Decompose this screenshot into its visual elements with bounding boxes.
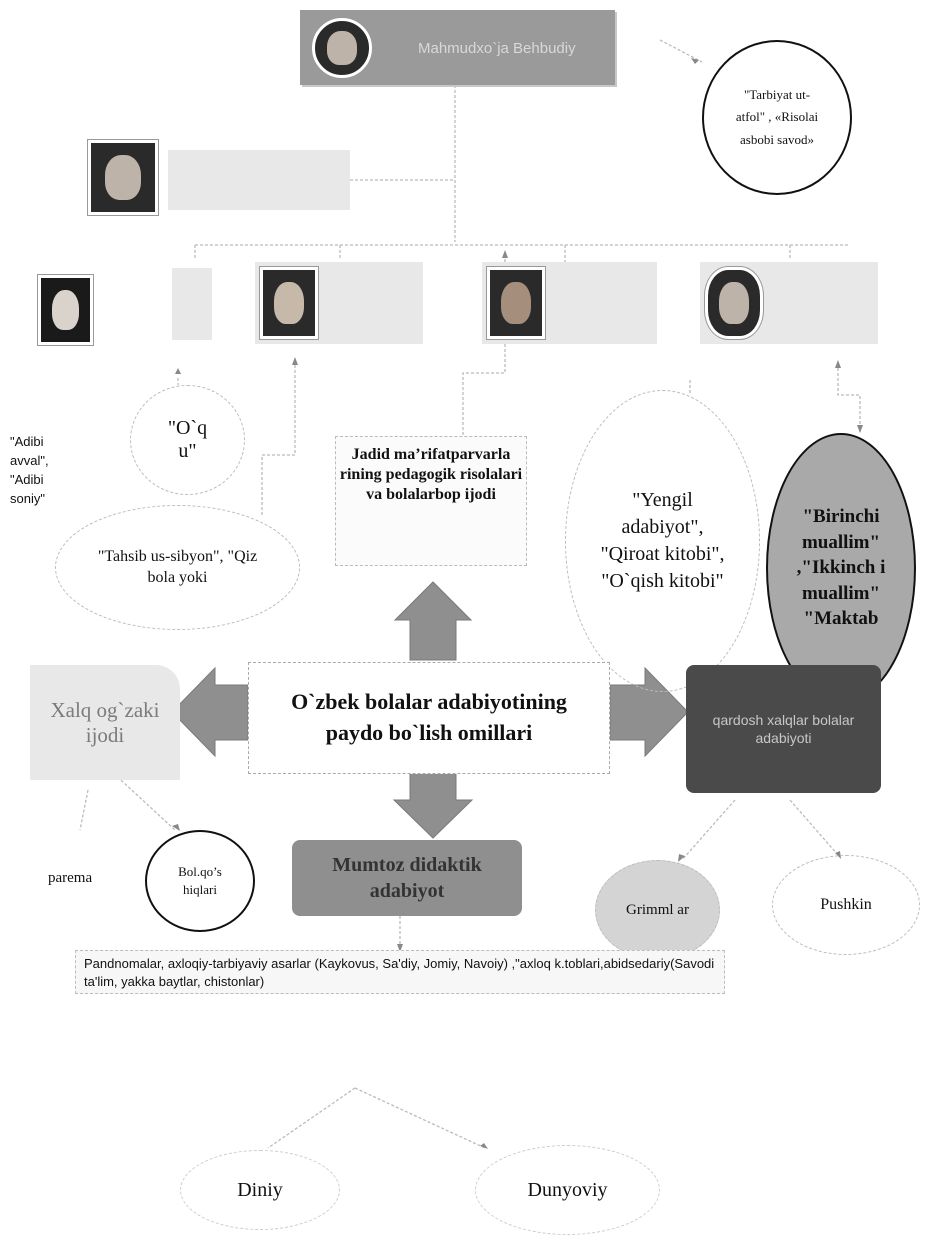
portrait-row3-2	[260, 267, 318, 339]
mumtoz-text: Mumtoz didaktik adabiyot	[332, 854, 482, 902]
center-title: O`zbek bolalar adabiyotining paydo bo`li…	[291, 689, 567, 745]
qardosh-text: qardosh xalqlar bolalar adabiyoti	[712, 711, 855, 746]
xalq-box: Xalq og`zaki ijodi	[30, 665, 180, 780]
oqu-ellipse: "O`q u"	[130, 385, 245, 495]
row2-box	[168, 150, 350, 210]
row3-box-3	[482, 262, 657, 344]
row3-box-4	[700, 262, 878, 344]
parema-text: parema	[48, 870, 93, 886]
portrait-row2	[88, 140, 158, 215]
dunyoviy-ellipse: Dunyoviy	[475, 1145, 660, 1235]
yengil-text: "Yengil adabiyot", "Qiroat kitobi", "O`q…	[600, 489, 725, 592]
xalq-text: Xalq og`zaki ijodi	[50, 697, 160, 747]
yengil-ellipse: "Yengil adabiyot", "Qiroat kitobi", "O`q…	[565, 390, 760, 692]
birinchi-ellipse: "Birinchi muallim" ,"Ikkinch i muallim" …	[766, 433, 916, 703]
jadid-box: Jadid ma’rifatparvarla rining pedagogik …	[335, 436, 527, 566]
pandnomalar-bar: Pandnomalar, axloqiy-tarbiyaviy asarlar …	[75, 950, 725, 994]
tahsib-text: "Tahsib us-sibyon", "Qiz bola yoki	[97, 547, 258, 586]
portrait-row3-1	[38, 275, 93, 345]
pushkin-ellipse: Pushkin	[772, 855, 920, 955]
behbudiy-label: Mahmudxo`ja Behbudiy	[418, 40, 576, 57]
pushkin-text: Pushkin	[820, 896, 872, 913]
bolqo-ellipse: Bol.qo’s hiqlari	[145, 830, 255, 932]
diniy-ellipse: Diniy	[180, 1150, 340, 1230]
portrait-behbudiy	[312, 18, 372, 78]
grimm-ellipse: Grimml ar	[595, 860, 720, 960]
tarbiyat-text: "Tarbiyat ut-atfol" , «Risolai asbobi sa…	[735, 87, 819, 147]
tarbiyat-circle: "Tarbiyat ut-atfol" , «Risolai asbobi sa…	[702, 40, 852, 195]
grimm-text: Grimml ar	[626, 901, 689, 918]
pandnomalar-text: Pandnomalar, axloqiy-tarbiyaviy asarlar …	[84, 956, 715, 990]
bolqo-text: Bol.qo’s hiqlari	[178, 863, 222, 897]
oqu-text: "O`q u"	[167, 417, 208, 462]
row3-box-2	[255, 262, 423, 344]
mumtoz-box: Mumtoz didaktik adabiyot	[292, 840, 522, 916]
portrait-row3-4	[705, 267, 763, 339]
center-box: O`zbek bolalar adabiyotining paydo bo`li…	[248, 662, 610, 774]
qardosh-box: qardosh xalqlar bolalar adabiyoti	[686, 665, 881, 793]
jadid-text: Jadid ma’rifatparvarla rining pedagogik …	[339, 446, 523, 503]
tahsib-ellipse: "Tahsib us-sibyon", "Qiz bola yoki	[55, 505, 300, 630]
behbudiy-box: Mahmudxo`ja Behbudiy	[300, 10, 615, 85]
portrait-row3-3	[487, 267, 545, 339]
diniy-text: Diniy	[237, 1178, 283, 1201]
row3-box-1	[172, 268, 212, 340]
birinchi-text: "Birinchi muallim" ,"Ikkinch i muallim" …	[796, 505, 886, 630]
adibi-text: "Adibi avval", "Adibi soniy"	[10, 434, 49, 506]
dunyoviy-text: Dunyoviy	[527, 1178, 608, 1201]
